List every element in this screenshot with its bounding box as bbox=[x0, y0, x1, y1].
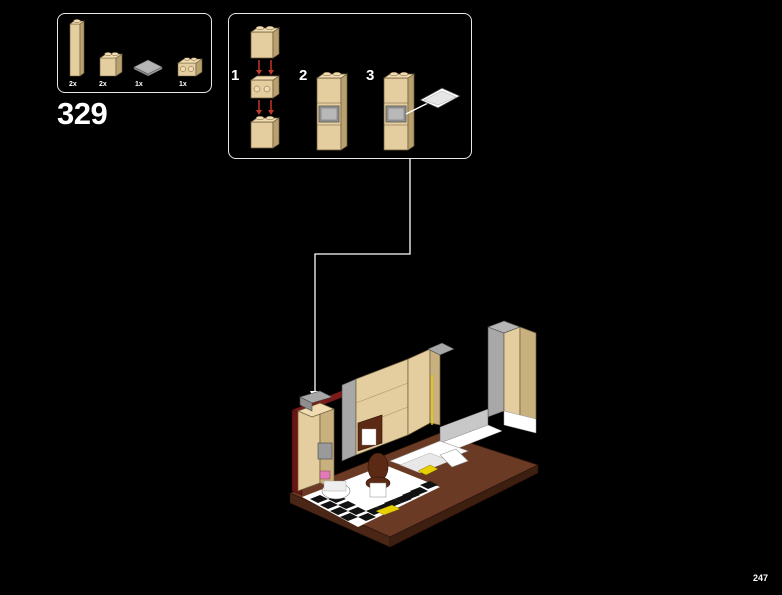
yellow-mat bbox=[375, 504, 401, 516]
subassembly-box: 1 2 3 bbox=[228, 13, 472, 159]
white-wall bbox=[389, 408, 503, 476]
side-stud-brick bbox=[249, 75, 281, 99]
toilet bbox=[365, 452, 391, 498]
tan-tall-brick-icon bbox=[69, 19, 85, 77]
down-arrow-icon bbox=[256, 100, 274, 115]
substep-1-illustration bbox=[249, 25, 281, 149]
substep-number: 2 bbox=[299, 67, 308, 84]
wooden-shelf bbox=[357, 414, 383, 452]
grey-tile-icon bbox=[133, 59, 163, 77]
right-tower bbox=[487, 320, 537, 434]
down-arrow-icon bbox=[256, 60, 274, 75]
part-qty: 1x bbox=[179, 81, 187, 88]
tan-brick-icon bbox=[99, 52, 123, 77]
new-pillar bbox=[297, 390, 335, 492]
tan-brick-bottom bbox=[249, 115, 281, 149]
page-number: 247 bbox=[752, 573, 768, 583]
tan-brick-top bbox=[249, 25, 281, 59]
tan-side-stud-brick-icon bbox=[177, 57, 203, 77]
basin bbox=[319, 470, 351, 500]
substep-3-illustration bbox=[382, 71, 461, 151]
substep-2-illustration bbox=[315, 71, 349, 151]
substep-number: 3 bbox=[366, 67, 375, 84]
part-qty: 2x bbox=[69, 81, 77, 88]
part-qty: 1x bbox=[135, 81, 143, 88]
part-qty: 2x bbox=[99, 81, 107, 88]
substep-number: 1 bbox=[231, 67, 240, 84]
step-number: 329 bbox=[57, 96, 108, 131]
bathroom-model-illustration bbox=[288, 320, 540, 548]
parts-list-box: 2x 2x 1x 1x bbox=[57, 13, 212, 93]
